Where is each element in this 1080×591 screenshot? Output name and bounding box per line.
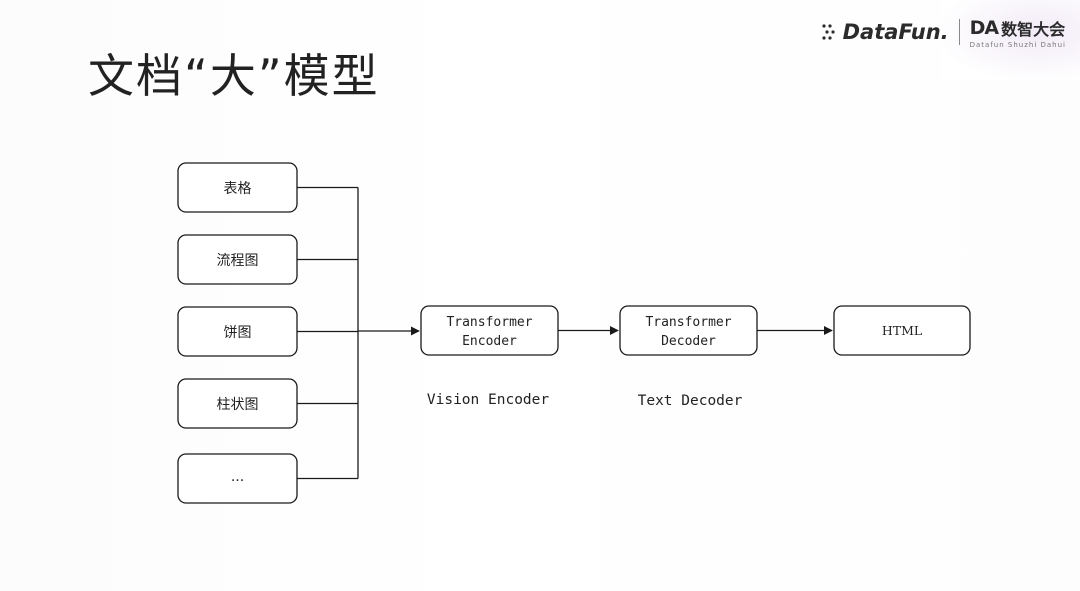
encoder-box: Transformer Encoder — [420, 305, 559, 356]
input-connectors — [297, 186, 359, 480]
input-box-bar-chart: 柱状图 — [177, 378, 298, 429]
input-box-flowchart: 流程图 — [177, 234, 298, 285]
page-title: 文档“大”模型 — [88, 49, 380, 103]
datafun-dots-icon — [821, 24, 835, 40]
decoder-caption: Text Decoder — [638, 393, 743, 409]
output-label: HTML — [882, 323, 922, 338]
header-logos: DataFun. DA 数智大会 Datafun Shuzhi Dahui — [821, 12, 1066, 52]
input-label-table: 表格 — [224, 181, 252, 197]
input-label-flowchart: 流程图 — [217, 253, 259, 269]
decoder-box: Transformer Decoder — [619, 305, 758, 356]
da-mark: DA — [969, 16, 1000, 39]
input-label-pie-chart: 饼图 — [224, 325, 252, 341]
shuzhi-dahui-logo: DA 数智大会 Datafun Shuzhi Dahui — [970, 16, 1066, 49]
input-box-more: ... — [177, 453, 298, 504]
encoder-line2: Encoder — [462, 334, 517, 349]
decoder-line1: Transformer — [645, 315, 731, 330]
decoder-line2: Decoder — [661, 334, 716, 349]
datafun-wordmark: DataFun. — [842, 20, 949, 44]
input-box-pie-chart: 饼图 — [177, 306, 298, 357]
logo-background — [940, 0, 1080, 80]
datafun-logo: DataFun. — [821, 20, 949, 44]
output-box: HTML — [833, 305, 971, 356]
input-label-bar-chart: 柱状图 — [217, 397, 259, 413]
da-chinese-name: 数智大会 — [1001, 19, 1066, 39]
input-box-table: 表格 — [177, 162, 298, 213]
logo-divider — [958, 19, 960, 45]
encoder-line1: Transformer — [446, 315, 532, 330]
encoder-caption: Vision Encoder — [427, 392, 549, 408]
input-label-more: ... — [231, 469, 244, 485]
da-subtitle: Datafun Shuzhi Dahui — [969, 40, 1066, 49]
